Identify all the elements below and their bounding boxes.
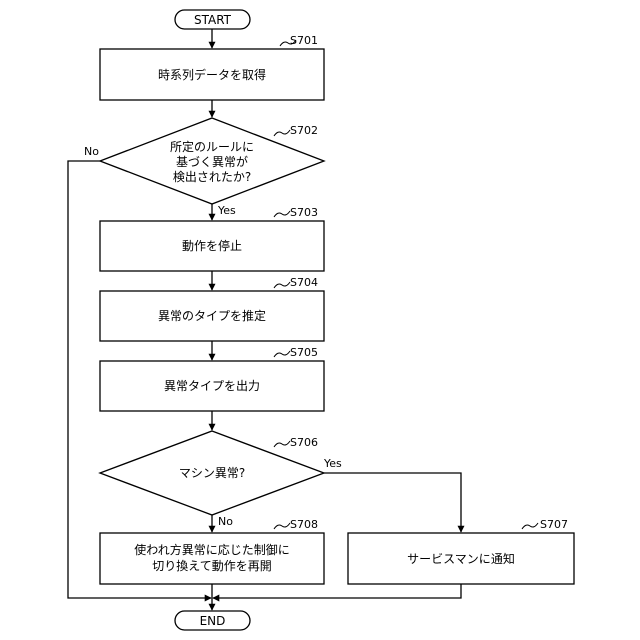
- step-leader-s707: [522, 523, 538, 529]
- edge-s706-s707: [324, 473, 461, 532]
- edge-label-s706-no: No: [218, 515, 233, 528]
- decision-text-s702-line1: 所定のルールに: [170, 139, 254, 154]
- step-id-s703: S703: [290, 206, 318, 219]
- edge-label-s702-no: No: [84, 145, 99, 158]
- step-id-s705: S705: [290, 346, 318, 359]
- step-id-s701: S701: [290, 34, 318, 47]
- step-id-s708: S708: [290, 518, 318, 531]
- process-text-s704: 異常のタイプを推定: [158, 308, 266, 323]
- step-id-s706: S706: [290, 436, 318, 449]
- process-text-s708-line1: 使われ方異常に応じた制御に: [134, 542, 289, 557]
- step-id-s704: S704: [290, 276, 318, 289]
- step-leader-s706: [274, 441, 290, 447]
- step-leader-s702: [274, 130, 290, 136]
- step-leader-s705: [274, 351, 290, 357]
- step-leader-s708: [274, 523, 290, 529]
- process-text-s703: 動作を停止: [182, 238, 242, 253]
- step-leader-s703: [274, 211, 290, 217]
- step-id-s702: S702: [290, 124, 318, 137]
- process-text-s708-line2: 切り換えて動作を再開: [152, 559, 271, 573]
- step-id-s707: S707: [540, 518, 568, 531]
- decision-text-s702-line3: 検出されたか?: [173, 170, 251, 184]
- edge-s707-merge: [213, 584, 461, 598]
- start-label: START: [194, 13, 232, 27]
- edge-label-s702-yes: Yes: [217, 204, 236, 217]
- decision-text-s702-line2: 基づく異常が: [176, 154, 248, 169]
- step-leader-s704: [274, 282, 290, 288]
- edge-label-s706-yes: Yes: [323, 457, 342, 470]
- process-text-s707: サービスマンに通知: [407, 552, 515, 566]
- process-text-s705: 異常タイプを出力: [164, 379, 260, 393]
- process-text-s701: 時系列データを取得: [158, 67, 266, 82]
- decision-text-s706: マシン異常?: [179, 466, 245, 480]
- end-label: END: [200, 614, 226, 628]
